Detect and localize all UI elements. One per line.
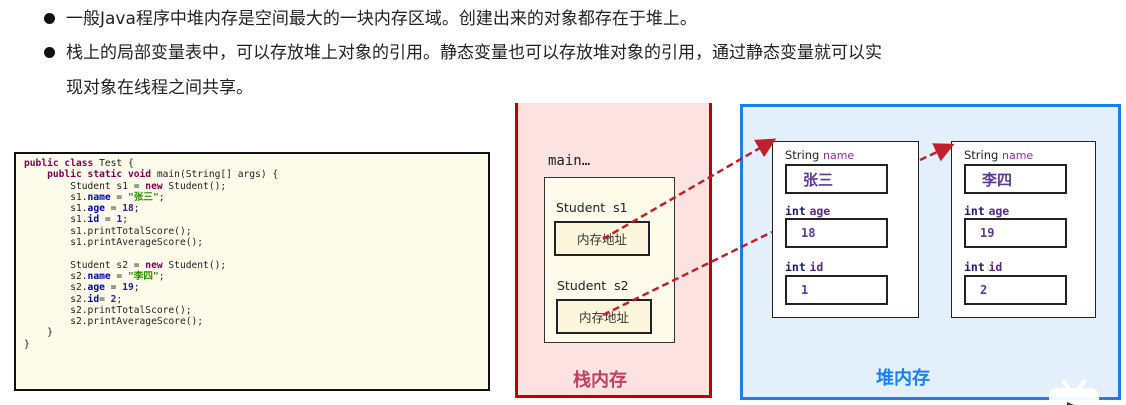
tv-watermark-icon xyxy=(1049,380,1099,405)
code-line: s1.id = 1; xyxy=(24,214,128,226)
field-value-age: 18 xyxy=(785,218,888,248)
code-line: } xyxy=(24,338,30,350)
code-line xyxy=(24,248,488,259)
address-text: 内存地址 xyxy=(576,232,627,247)
code-line: s2.printAverageScore(); xyxy=(24,316,204,328)
code-line: s2.name = "李四"; xyxy=(24,270,165,282)
bullet-dot xyxy=(44,13,55,24)
address-text: 内存地址 xyxy=(578,310,629,325)
bullet-text-2b: 现对象在线程之间共享。 xyxy=(66,78,253,98)
code-line: s1.printTotalScore(); xyxy=(24,225,192,237)
bullet-text-2a: 栈上的局部变量表中，可以存放堆上对象的引用。静态变量也可以存放堆对象的引用，通过… xyxy=(66,43,882,63)
heap-object-2: String name 李四 int age 19 int id 2 xyxy=(951,141,1096,318)
code-line: s1.printAverageScore(); xyxy=(24,237,204,249)
code-line: public class Test { xyxy=(24,158,134,169)
code-line: s2.age = 19; xyxy=(24,282,140,294)
field-label-id: int id xyxy=(964,260,1003,274)
heap-object-1: String name 张三 int age 18 int id 1 xyxy=(772,141,919,318)
bullet-text-1: 一般Java程序中堆内存是空间最大的一块内存区域。创建出来的对象都存在于堆上。 xyxy=(66,9,697,29)
stack-var-label-s1: Student s1 xyxy=(556,200,628,215)
stack-var-value-s2: 内存地址 xyxy=(556,299,652,334)
field-label-id: int id xyxy=(785,260,824,274)
field-value-id: 2 xyxy=(964,275,1067,305)
field-value-age: 19 xyxy=(964,218,1067,248)
code-line: s2.printTotalScore(); xyxy=(24,304,192,316)
code-line: Student s2 = new Student(); xyxy=(24,259,227,271)
stack-var-value-s1: 内存地址 xyxy=(554,221,650,256)
code-line: s1.age = 18; xyxy=(24,203,140,215)
code-line: public static void main(String[] args) { xyxy=(47,169,279,181)
field-label-name: String name xyxy=(785,148,855,162)
code-line: Student s1 = new Student(); xyxy=(24,180,227,192)
heap-memory-label: 堆内存 xyxy=(876,368,930,389)
field-label-age: int age xyxy=(785,204,831,218)
code-line: s2.id= 2; xyxy=(24,293,123,305)
bullet-dot xyxy=(44,47,55,58)
stack-frame-title: main… xyxy=(548,153,591,169)
field-value-id: 1 xyxy=(785,275,888,305)
code-line: } xyxy=(24,327,53,339)
stack-var-label-s2: Student s2 xyxy=(557,278,629,293)
field-label-age: int age xyxy=(964,204,1010,218)
field-label-name: String name xyxy=(964,148,1034,162)
code-line: s1.name = "张三"; xyxy=(24,191,165,203)
stack-memory-label: 栈内存 xyxy=(573,370,627,391)
code-panel: public class Test { public static void m… xyxy=(14,152,490,391)
field-value-name: 李四 xyxy=(964,164,1067,194)
field-value-name: 张三 xyxy=(785,164,888,194)
